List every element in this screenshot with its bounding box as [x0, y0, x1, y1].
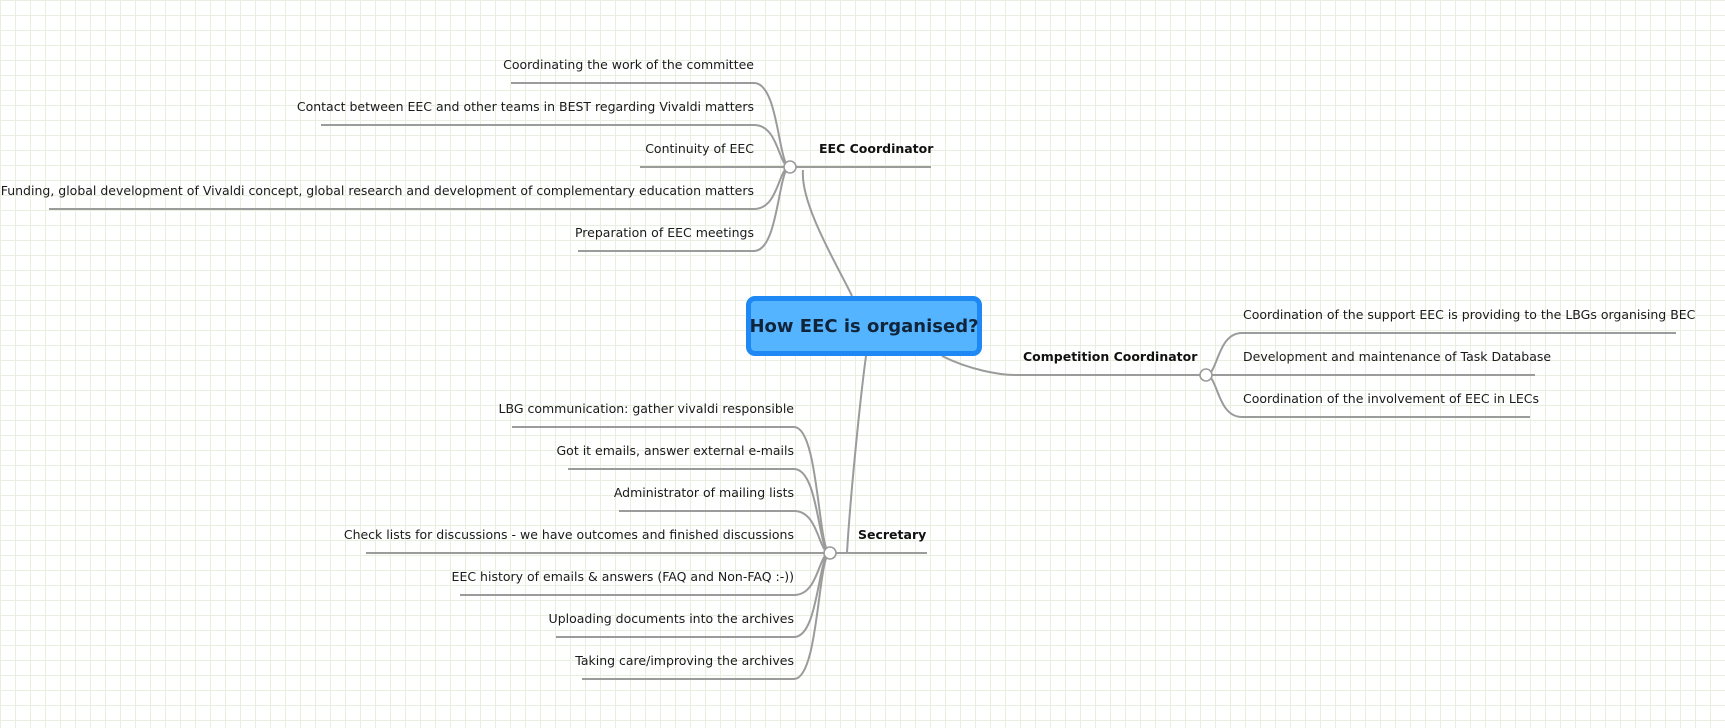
leaf-competition-support-bec[interactable]: Coordination of the support EEC is provi…: [1243, 307, 1696, 322]
leaf-competition-task-database[interactable]: Development and maintenance of Task Data…: [1243, 349, 1552, 364]
leaf-secretary-email-history[interactable]: EEC history of emails & answers (FAQ and…: [451, 569, 794, 584]
connector-root-competition-coordinator: [941, 355, 1016, 376]
leaf-secretary-uploading-documents[interactable]: Uploading documents into the archives: [548, 611, 794, 626]
leaf-secretary-archives-care[interactable]: Taking care/improving the archives: [575, 653, 794, 668]
connector-competition-child-3: [1205, 374, 1243, 418]
connector-competition-child-1: [1205, 332, 1243, 376]
leaf-eec-continuity[interactable]: Continuity of EEC: [645, 141, 754, 156]
branch-secretary[interactable]: Secretary: [858, 527, 927, 542]
leaf-secretary-mailing-lists[interactable]: Administrator of mailing lists: [613, 485, 794, 500]
collapse-node-secretary: [823, 546, 837, 560]
collapse-node-eec-coordinator: [783, 160, 797, 174]
leaf-eec-contact-teams[interactable]: Contact between EEC and other teams in B…: [296, 99, 754, 114]
leaf-secretary-check-lists[interactable]: Check lists for discussions - we have ou…: [343, 527, 794, 542]
branch-eec-coordinator[interactable]: EEC Coordinator: [819, 141, 934, 156]
root-topic-title: How EEC is organised?: [749, 315, 979, 337]
collapse-node-competition-coordinator: [1199, 368, 1213, 382]
leaf-eec-coordinating-work[interactable]: Coordinating the work of the committee: [503, 57, 754, 72]
leaf-secretary-got-it-emails[interactable]: Got it emails, answer external e-mails: [556, 443, 794, 458]
root-topic[interactable]: How EEC is organised?: [746, 296, 982, 356]
connector-root-eec-coordinator: [801, 169, 853, 297]
leaf-competition-involvement-lecs[interactable]: Coordination of the involvement of EEC i…: [1243, 391, 1540, 406]
connector-root-secretary: [846, 355, 867, 554]
leaf-secretary-lbg-communication[interactable]: LBG communication: gather vivaldi respon…: [498, 401, 795, 416]
leaf-eec-funding-development[interactable]: Funding, global development of Vivaldi c…: [0, 183, 754, 198]
branch-competition-coordinator[interactable]: Competition Coordinator: [1023, 349, 1198, 364]
leaf-eec-meetings[interactable]: Preparation of EEC meetings: [574, 225, 754, 240]
